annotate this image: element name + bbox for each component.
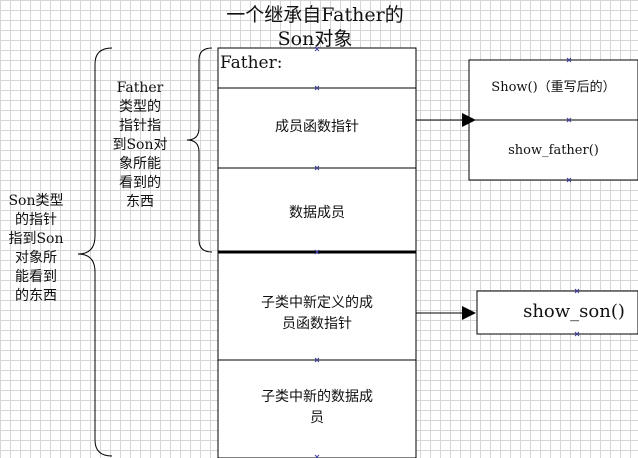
diagram-title: 一个继承自Father的 Son对象 xyxy=(200,3,430,51)
son-view-brace xyxy=(77,47,113,457)
son-view-note: Son类型 的指针 指到Son 对象所 能看到 的东西 xyxy=(8,193,64,304)
show-override-entry: Show()（重写后的） xyxy=(491,80,616,95)
data-members-label: 数据成员 xyxy=(289,205,345,221)
handle-mark xyxy=(566,177,572,183)
show-son-entry: show_son() xyxy=(523,301,625,322)
handle-mark xyxy=(314,357,320,363)
arrowhead-child-func xyxy=(462,306,476,320)
handle-mark xyxy=(566,57,572,63)
child-data-label: 子类中新的数据成 员 xyxy=(261,389,373,426)
child-func-ptr-label: 子类中新定义的成 员函数指针 xyxy=(261,295,373,332)
son-vtable-box xyxy=(476,290,638,335)
handle-mark xyxy=(314,85,320,91)
handle-mark xyxy=(314,454,320,458)
handle-mark xyxy=(574,331,580,337)
handle-mark xyxy=(574,288,580,294)
title-line-1: 一个继承自Father的 xyxy=(226,4,404,26)
father-view-brace xyxy=(186,47,213,253)
handle-mark xyxy=(566,117,572,123)
handle-mark xyxy=(314,165,320,171)
father-view-note: Father 类型的 指针指 到Son对 象所能 看到的 东西 xyxy=(112,80,168,210)
member-func-ptr-label: 成员函数指针 xyxy=(275,119,359,135)
handle-mark xyxy=(314,46,320,52)
arrowhead-member-func xyxy=(462,113,476,127)
show-father-entry: show_father() xyxy=(508,143,599,158)
handle-mark xyxy=(314,249,320,255)
title-line-2: Son对象 xyxy=(277,28,353,50)
father-header-label: Father: xyxy=(220,53,283,73)
